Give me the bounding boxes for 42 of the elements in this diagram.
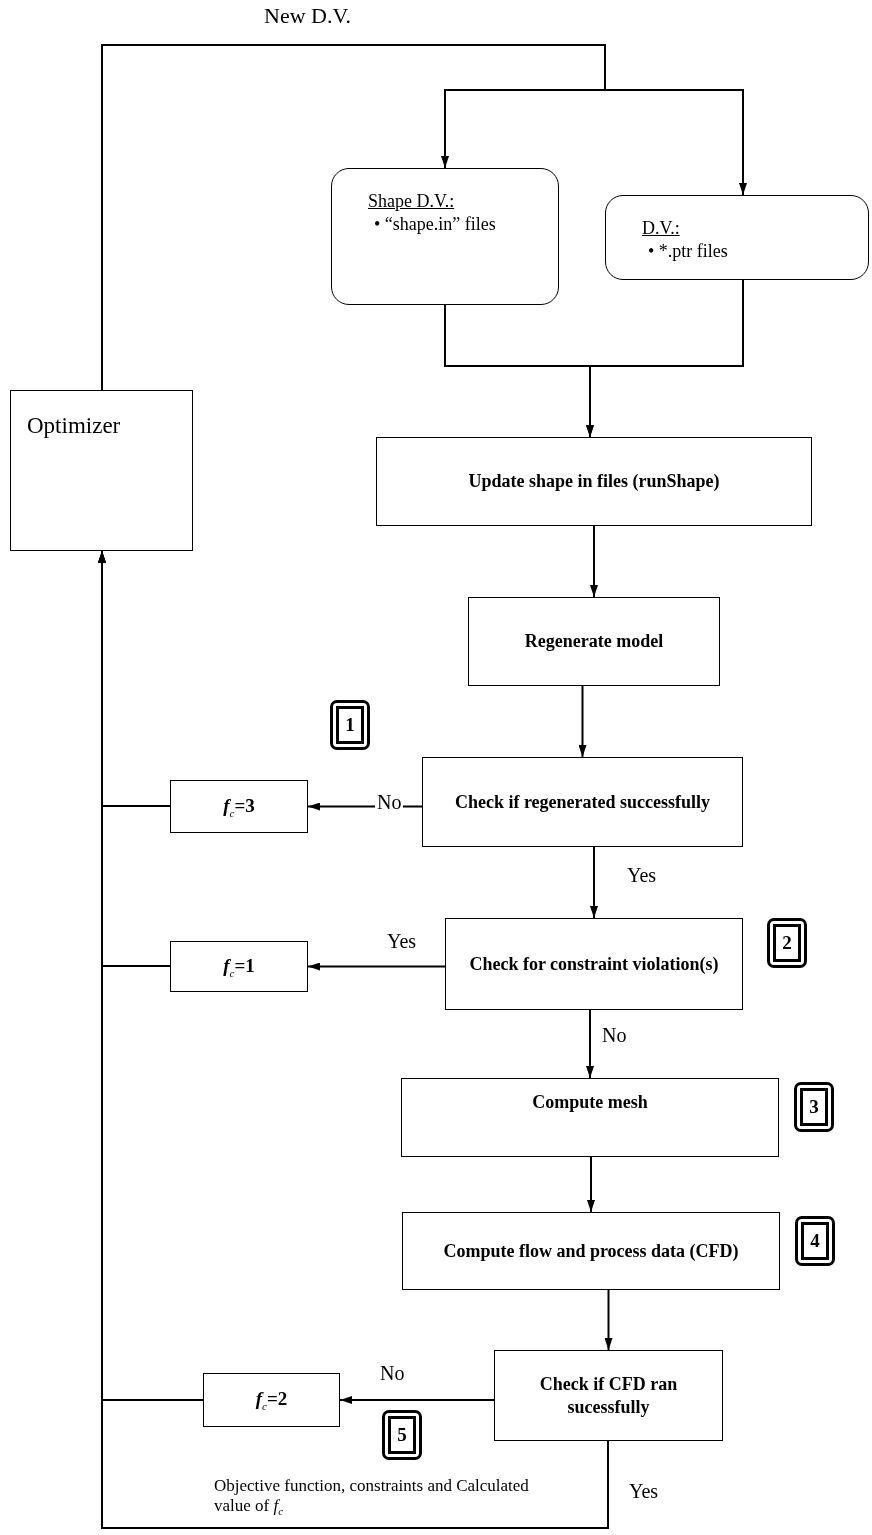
rounded-box bbox=[605, 195, 869, 280]
value-text: f$_{c}$=3 bbox=[223, 794, 255, 819]
arrow bbox=[307, 962, 446, 971]
process-box bbox=[402, 1212, 780, 1290]
optimizer-box bbox=[10, 390, 193, 551]
arrow bbox=[587, 1156, 595, 1213]
node-text: Check if regenerated successfully bbox=[454, 790, 711, 814]
arrow bbox=[590, 525, 598, 598]
bullet-item: • *.ptr files bbox=[647, 241, 728, 262]
box-heading: D.V.: bbox=[642, 218, 680, 239]
value-box bbox=[170, 780, 308, 833]
value-box bbox=[170, 941, 308, 992]
arrow bbox=[586, 1009, 594, 1079]
arrow bbox=[590, 846, 598, 919]
value-text: f$_{c}$=2 bbox=[255, 1388, 288, 1412]
callout-number: 3 bbox=[800, 1088, 828, 1126]
node-text: Compute mesh bbox=[532, 1091, 648, 1114]
note-text: Objective function, constraints and Calculated value of f$_{c}$ bbox=[214, 1476, 530, 1519]
process-box bbox=[376, 437, 812, 526]
bullet-item: • “shape.in” files bbox=[373, 214, 496, 235]
value-box bbox=[203, 1373, 340, 1427]
callout-number: 4 bbox=[801, 1222, 829, 1260]
callout-number: 2 bbox=[773, 924, 801, 962]
arrow bbox=[339, 1396, 495, 1404]
arrow bbox=[578, 685, 587, 758]
process-box bbox=[422, 757, 743, 847]
rounded-box bbox=[331, 168, 559, 305]
callout-number: 1 bbox=[336, 706, 364, 744]
box-heading: Shape D.V.: bbox=[368, 191, 455, 212]
process-box bbox=[445, 918, 743, 1010]
callout-number: 5 bbox=[388, 1416, 416, 1454]
node-text: Check if CFD ran sucessfully bbox=[538, 1373, 679, 1418]
process-box bbox=[468, 597, 720, 686]
node-text: Check for constraint violation(s) bbox=[469, 952, 719, 976]
arrow bbox=[604, 1289, 613, 1351]
value-text: f$_{c}$=1 bbox=[223, 954, 255, 979]
node-text: Update shape in files (runShape) bbox=[468, 470, 720, 493]
node-text: Regenerate model bbox=[524, 630, 664, 653]
node-text: Compute flow and process data (CFD) bbox=[443, 1239, 739, 1263]
process-box bbox=[401, 1078, 779, 1157]
process-box bbox=[494, 1350, 723, 1441]
node-text: Optimizer bbox=[27, 413, 121, 439]
